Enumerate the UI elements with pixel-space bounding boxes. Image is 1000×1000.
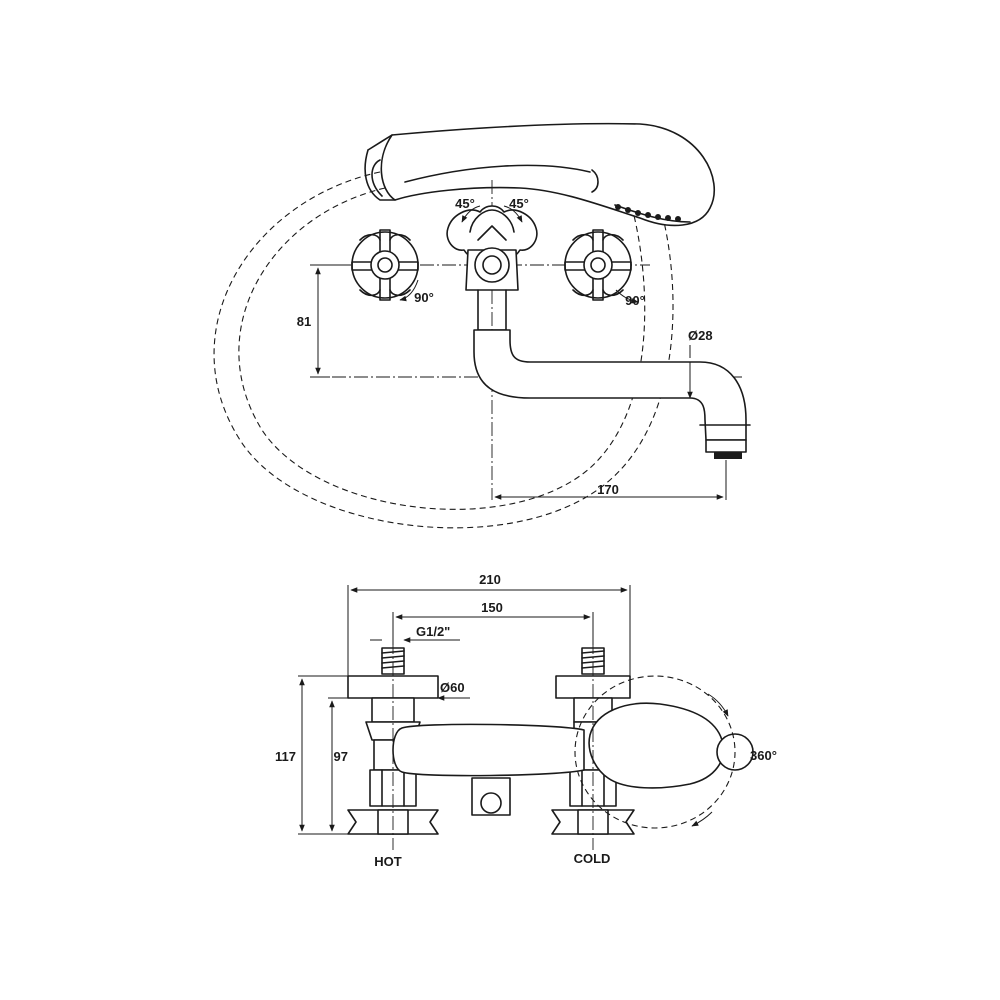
dim-97-label: 97: [334, 749, 348, 764]
front-view: 210 150 G1/2" Ø60 117 97 360° HOT COLD: [275, 572, 777, 869]
dim-d60-label: Ø60: [440, 680, 465, 695]
cold-label: COLD: [574, 851, 611, 866]
dim-d28-label: Ø28: [688, 328, 713, 343]
dim-81-label: 81: [297, 314, 311, 329]
dim-210-label: 210: [479, 572, 501, 587]
left-cross-handle: [351, 229, 419, 301]
diverter-knob: [446, 205, 538, 263]
diverter-lever: [588, 702, 754, 789]
left-handle-arc: [399, 279, 419, 302]
angle-left-handle-label: 90°: [414, 290, 434, 305]
angle-left-diverter-label: 45°: [455, 196, 475, 211]
shower-hose-inner: [238, 187, 646, 510]
dim-117-label: 117: [275, 749, 296, 764]
mixer-body-front: [392, 723, 585, 777]
spout: [473, 329, 751, 459]
diverter-right-arc: [503, 205, 523, 223]
angle-360-label: 360°: [750, 748, 777, 763]
shower-hose-outer: [213, 171, 674, 529]
rotation-circle: [574, 675, 736, 829]
hand-shower: [364, 122, 715, 227]
right-cross-handle: [564, 229, 632, 301]
angle-right-handle-label: 90°: [625, 293, 645, 308]
dim-170-label: 170: [597, 482, 619, 497]
dim-150-label: 150: [481, 600, 503, 615]
diverter-left-arc: [461, 205, 481, 223]
angle-right-diverter-label: 45°: [509, 196, 529, 211]
hot-label: HOT: [374, 854, 402, 869]
dim-thread-label: G1/2": [416, 624, 450, 639]
right-handle-arc: [615, 289, 639, 304]
top-view: 81 Ø28 170 45° 45° 90° 90°: [213, 122, 751, 529]
